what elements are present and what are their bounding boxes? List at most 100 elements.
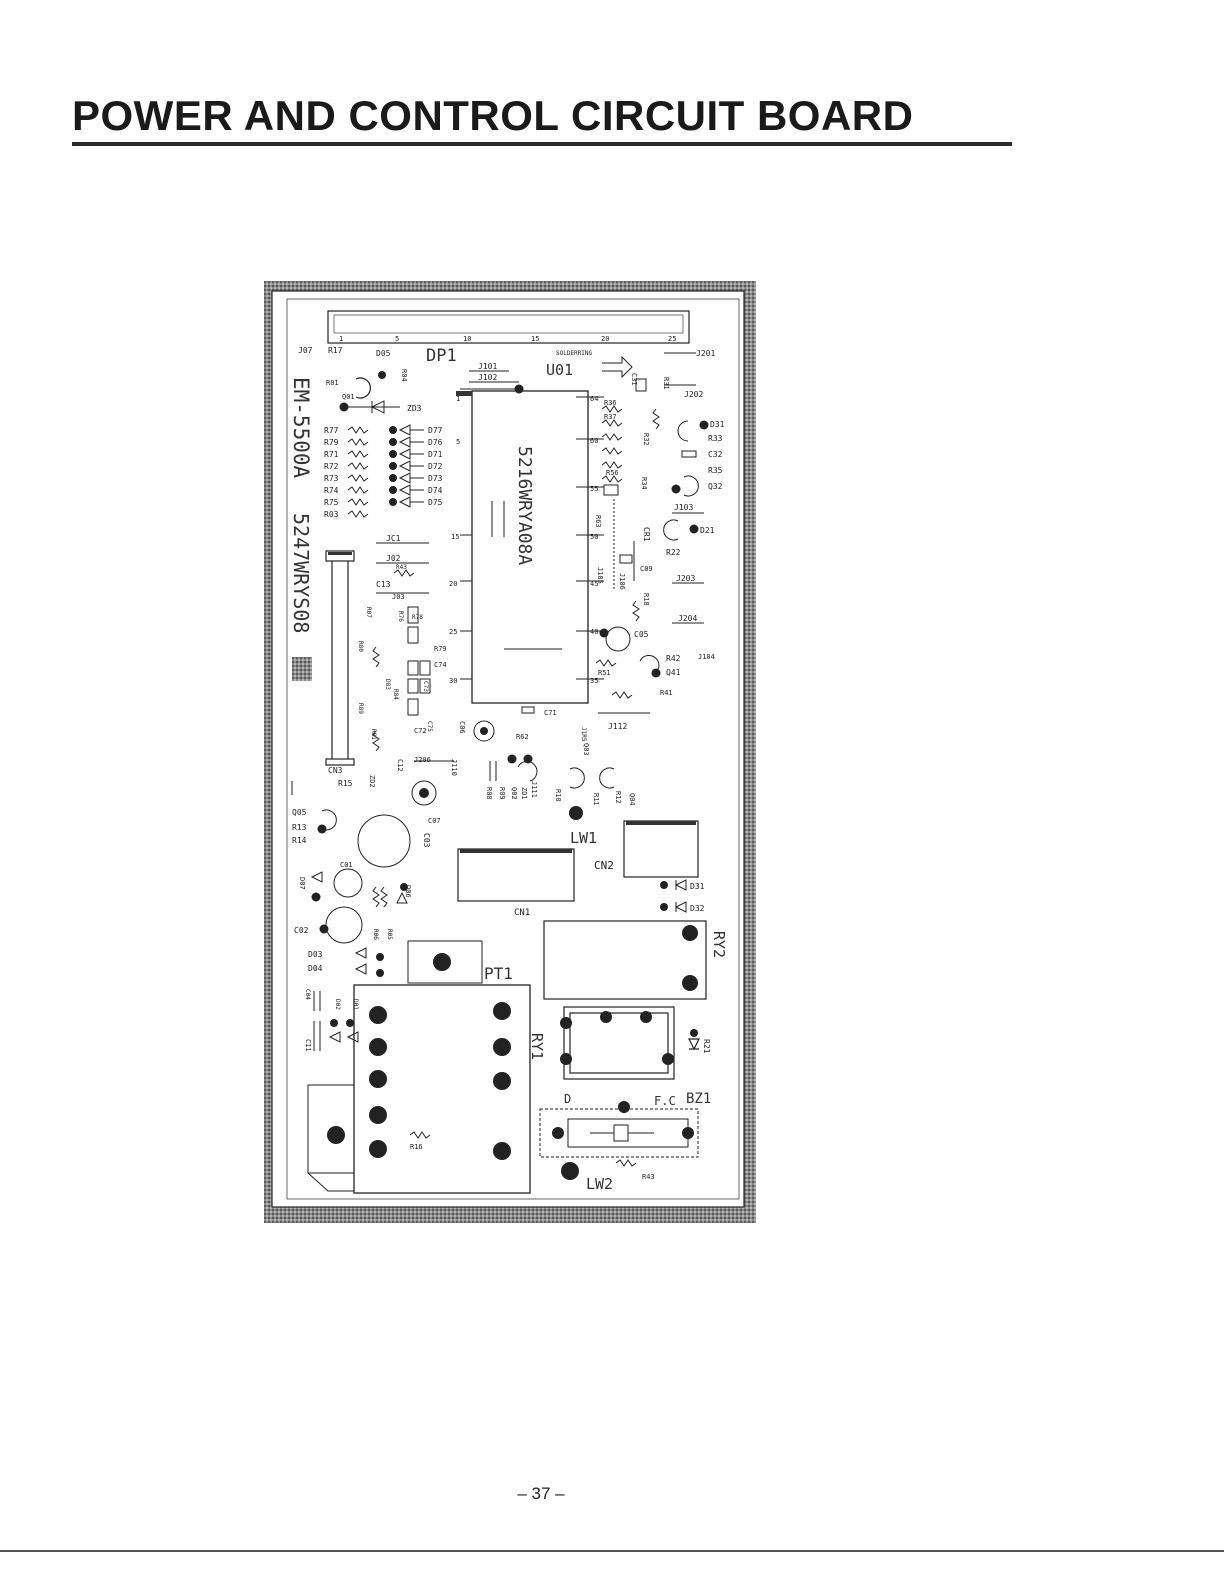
c07-label: C07 (428, 817, 441, 825)
r41-label: R41 (660, 689, 673, 697)
r08-label: R08 (485, 787, 493, 800)
cn2-label: CN2 (594, 859, 614, 872)
ic-pin-30: 30 (449, 677, 457, 685)
dp-pin-25: 25 (668, 335, 676, 343)
r75-label: R75 (324, 498, 339, 507)
r89-label: R89 (357, 703, 364, 714)
r63-label: R63 (594, 515, 602, 528)
r81-label: R81 (370, 729, 377, 740)
d07-label: D07 (298, 877, 306, 890)
r35-label: R35 (708, 466, 723, 475)
r09-label: R09 (498, 787, 506, 800)
d04-label: D04 (308, 964, 323, 973)
c01-label: C01 (340, 861, 353, 869)
r22-label: R22 (666, 548, 681, 557)
r33-label: R33 (708, 434, 723, 443)
relay-ry1 (307, 984, 531, 1194)
dp-pin-10: 10 (463, 335, 471, 343)
r07-label: R07 (365, 607, 372, 618)
board-outline (271, 290, 745, 1208)
d71-label: D71 (428, 450, 443, 459)
r84-label: R84 (392, 689, 399, 700)
j110-label: J110 (450, 759, 458, 776)
j104-label: J104 (698, 653, 715, 661)
r13-label: R13 (292, 823, 307, 832)
main-ic: U01 5216WRYA08A (456, 361, 589, 704)
c73-label: C73 (422, 681, 429, 692)
r42-label: R42 (666, 654, 681, 663)
page-title: POWER AND CONTROL CIRCUIT BOARD (72, 92, 914, 139)
fc-label: F.C (654, 1094, 676, 1108)
r17-label: R17 (328, 346, 343, 355)
page-bottom-rule (0, 1550, 1224, 1552)
board-part-number: 5247WRYS08 (289, 513, 313, 633)
zd1-label: ZD1 (520, 787, 528, 800)
r78-label: R78 (412, 614, 423, 621)
j106-label: J106 (618, 573, 626, 590)
zd2-label: ZD2 (368, 775, 376, 788)
j206-label: J206 (414, 756, 431, 764)
q02-label: Q02 (510, 787, 518, 800)
d01-label: D01 (352, 999, 359, 1010)
q32-label: Q32 (708, 482, 723, 491)
ic-pin-64: 64 (590, 395, 598, 403)
c13-label: C13 (376, 580, 391, 589)
r05-label: R05 (386, 929, 393, 940)
q04-label: Q04 (628, 793, 636, 806)
ic-pin-20: 20 (449, 580, 457, 588)
ic-pin-40: 40 (590, 628, 598, 636)
r51-label: R51 (598, 669, 611, 677)
c12-label: C12 (396, 759, 404, 772)
j02-label: J02 (386, 554, 401, 563)
c05-label: C05 (634, 630, 649, 639)
r34-label: R34 (640, 477, 648, 490)
c06-label: C06 (458, 721, 466, 734)
d-label: D (564, 1092, 571, 1106)
r71-label: R71 (324, 450, 339, 459)
d31-label: D31 (710, 420, 725, 429)
r14-label: R14 (292, 836, 307, 845)
ic-pin-60: 60 (590, 437, 598, 445)
d75-label: D75 (428, 498, 443, 507)
r77-label: R77 (324, 426, 339, 435)
r37-label: R37 (604, 413, 617, 421)
r74-label: R74 (324, 486, 339, 495)
q01-label: Q01 (342, 393, 355, 401)
r04-label: R04 (400, 369, 408, 382)
dp1-label: DP1 (426, 346, 457, 366)
r12-label: R12 (614, 791, 622, 804)
q03-label: Q03 (582, 743, 590, 756)
pt1-label: PT1 (484, 964, 513, 983)
c04-label: C04 (304, 989, 311, 1000)
circuit-board-diagram: 1 5 10 15 20 25 DP1 SOLDERRING EM-5500A … (264, 281, 756, 1223)
r18-label: R18 (642, 593, 650, 606)
r06-label: R06 (372, 929, 379, 940)
r76-label: R76 (397, 611, 404, 622)
d73-label: D73 (428, 474, 443, 483)
ic-pin-50: 50 (590, 533, 598, 541)
j112-label: J112 (608, 722, 627, 731)
ry1-label: RY1 (528, 1033, 546, 1060)
ic-pin-25: 25 (449, 628, 457, 636)
j1r5-label: J1R5 (580, 727, 587, 742)
q05-label: Q05 (292, 808, 307, 817)
ry2-label: RY2 (710, 931, 728, 958)
ic-part-label: 5216WRYA08A (514, 446, 535, 565)
j201-label: J201 (696, 349, 715, 358)
r03-label: R03 (324, 510, 339, 519)
j105-label: J105 (596, 567, 604, 584)
solderring-label: SOLDERRING (556, 350, 593, 357)
r72-label: R72 (324, 462, 339, 471)
c32-label: C32 (708, 450, 723, 459)
d31b-label: D31 (690, 882, 705, 891)
j101-label: J101 (478, 362, 497, 371)
cr1-label: CR1 (642, 527, 651, 542)
j111-label: J111 (530, 781, 538, 798)
j202-label: J202 (684, 390, 703, 399)
r36-label: R36 (604, 399, 617, 407)
d77-label: D77 (428, 426, 443, 435)
d21-label: D21 (700, 526, 715, 535)
ic-pin-5: 5 (456, 438, 460, 446)
r10-label: R10 (554, 789, 562, 802)
d32-label: D32 (690, 904, 705, 913)
